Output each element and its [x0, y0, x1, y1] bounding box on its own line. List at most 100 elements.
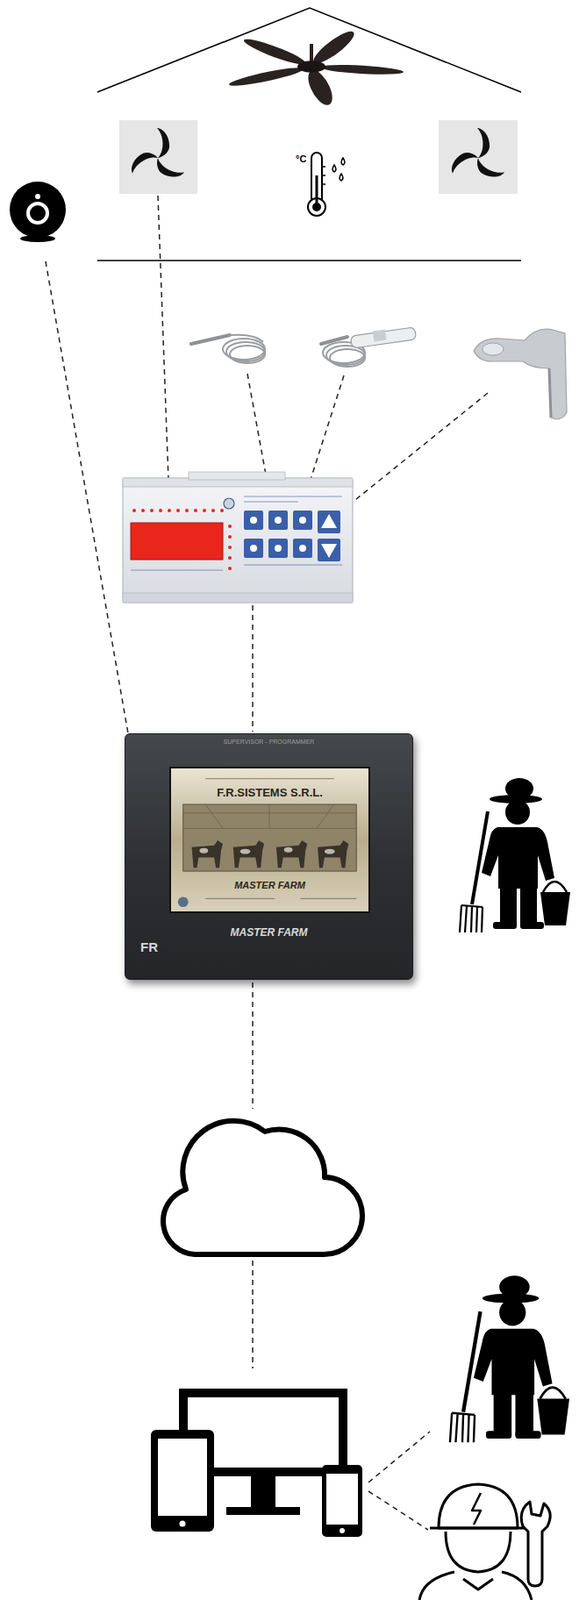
client-devices	[150, 1429, 215, 1532]
connection-wire	[251, 982, 254, 1109]
climate-controller	[193, 508, 198, 513]
climate-controller	[211, 508, 215, 513]
screen-illustration	[317, 840, 349, 868]
temperature-probe	[229, 335, 264, 343]
fan-icon	[438, 120, 518, 194]
wind-sensor	[473, 328, 567, 420]
climate-controller	[158, 508, 163, 513]
ceiling-fan	[306, 29, 361, 65]
touch-screen: F.R.SISTEMS S.R.L.MASTER FARM	[169, 766, 371, 914]
technician-figure	[471, 1493, 481, 1525]
connection-wire	[342, 393, 488, 511]
temperature-probe	[191, 335, 265, 364]
wind-sensor	[482, 343, 504, 356]
farmer-figure	[459, 778, 571, 933]
humidity-probe	[329, 349, 365, 367]
climate-controller	[141, 508, 145, 513]
connection-wire	[251, 1260, 254, 1369]
logo-mark: FR	[140, 939, 158, 955]
climate-controller	[167, 508, 172, 513]
screen-illustration	[178, 896, 189, 908]
thermometer-icon	[312, 202, 322, 212]
farmer-figure	[459, 778, 571, 933]
client-devices	[226, 1507, 301, 1516]
farmer-figure	[450, 1275, 570, 1443]
climate-controller	[228, 524, 232, 529]
climate-controller	[321, 514, 337, 529]
screen-illustration	[205, 779, 357, 900]
thermometer-icon	[321, 174, 326, 177]
climate-controller	[299, 516, 307, 524]
climate-controller	[268, 510, 288, 530]
cloud-icon	[163, 1121, 363, 1255]
climate-controller	[202, 508, 207, 513]
house-outline	[97, 7, 522, 261]
connection-wire	[45, 261, 129, 734]
climate-controller	[228, 556, 232, 560]
connection-wire	[157, 195, 169, 480]
climate-controller	[268, 538, 288, 558]
technician-figure	[445, 1531, 511, 1573]
fan-icon	[471, 157, 504, 183]
client-devices	[250, 1475, 276, 1508]
climate-controller	[293, 510, 313, 530]
screen-illustration	[284, 847, 294, 853]
screen-illustration	[269, 804, 271, 829]
climate-controller	[317, 538, 341, 562]
climate-controller	[293, 538, 313, 558]
client-devices	[326, 1473, 358, 1525]
climate-controller	[243, 496, 343, 498]
climate-controller	[220, 508, 224, 513]
climate-controller	[243, 510, 341, 562]
fan-icon	[477, 128, 490, 158]
ceiling-fan	[224, 64, 308, 89]
screen-illustration	[183, 828, 357, 830]
connection-wire	[368, 1431, 430, 1483]
climate-controller	[122, 471, 353, 603]
connection-wire	[308, 375, 344, 486]
screen-illustration	[199, 848, 208, 854]
technician-figure	[419, 1572, 532, 1600]
technician-figure	[521, 1501, 551, 1587]
company-name: F.R.SISTEMS S.R.L.	[171, 786, 369, 800]
ceiling-fan	[309, 43, 314, 62]
fan-icon	[446, 148, 479, 174]
ceiling-fan	[318, 63, 405, 77]
ceiling-fan	[224, 29, 405, 107]
climate-controller	[132, 508, 136, 513]
climate-controller	[122, 478, 353, 603]
fan-icon	[126, 128, 185, 183]
camera-icon	[35, 193, 41, 200]
screen-illustration	[205, 898, 275, 900]
supervisor-panel: SUPERVISOR - PROGRAMMERMASTER FARMF.R.SI…	[124, 733, 414, 980]
climate-controller	[243, 501, 299, 503]
thermometer-icon	[321, 183, 326, 186]
climate-controller	[122, 593, 353, 603]
climate-controller	[130, 570, 223, 572]
screen-illustration	[199, 847, 335, 855]
technician-figure	[463, 1579, 494, 1590]
client-devices	[150, 1393, 363, 1537]
technician-figure	[438, 1484, 518, 1529]
climate-controller	[228, 545, 232, 550]
thermometer-icon	[341, 157, 345, 165]
temperature-probe	[229, 345, 265, 364]
fan-icon	[119, 120, 198, 194]
climate-controller	[150, 508, 154, 513]
camera-icon	[9, 181, 66, 243]
screen-illustration	[205, 778, 334, 780]
climate-controller	[176, 508, 180, 513]
humidity-probe	[372, 329, 387, 343]
thermometer-icon	[307, 152, 345, 216]
brand-name: MASTER FARM	[125, 926, 413, 939]
screen-illustration	[276, 840, 308, 868]
cloud-icon	[163, 1121, 363, 1255]
connection-wire	[368, 1491, 429, 1530]
farmer-figure	[450, 1275, 570, 1443]
climate-controller	[188, 471, 286, 480]
screen-illustration	[316, 804, 335, 829]
fan-icon	[126, 148, 158, 174]
humidity-probe	[350, 327, 416, 349]
climate-controller	[130, 522, 223, 560]
